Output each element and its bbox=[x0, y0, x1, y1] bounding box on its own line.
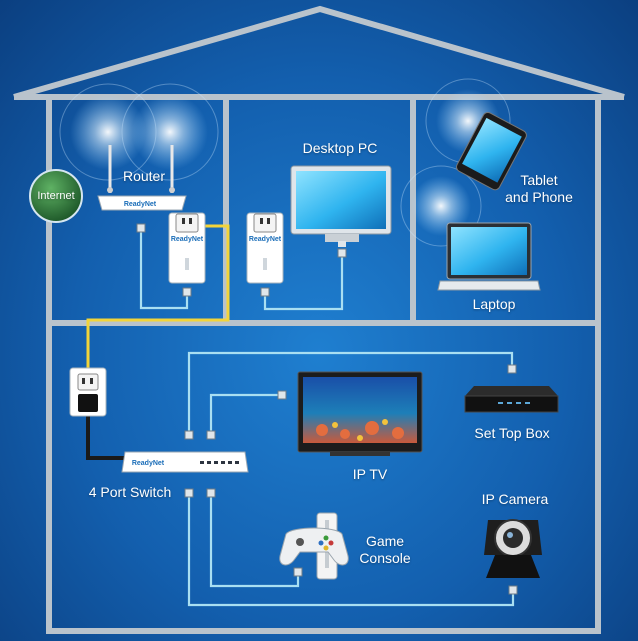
laptop-icon bbox=[437, 222, 541, 291]
internet-label: Internet bbox=[37, 190, 75, 202]
wall-outlet-icon bbox=[69, 367, 107, 417]
game-console-icon bbox=[279, 512, 349, 580]
desktop-monitor-icon bbox=[290, 165, 392, 247]
four-port-switch-label: 4 Port Switch bbox=[88, 484, 172, 500]
game-console-port bbox=[293, 567, 303, 577]
laptop-label: Laptop bbox=[472, 296, 516, 312]
switch-brand: ReadyNet bbox=[132, 460, 165, 467]
game-console-label: Game Console bbox=[359, 533, 411, 566]
desktop-pc-label: Desktop PC bbox=[302, 140, 378, 156]
set-top-box-label: Set Top Box bbox=[474, 425, 550, 441]
router-label: Router bbox=[122, 168, 166, 184]
switch-ports bbox=[184, 430, 216, 498]
adapter2-port bbox=[260, 287, 270, 297]
tablet-and-phone-label: Tablet and Phone bbox=[505, 172, 573, 205]
router-brand: ReadyNet bbox=[124, 201, 157, 208]
powerline-adapter-1: ReadyNet bbox=[168, 212, 206, 284]
wifi-glows bbox=[59, 78, 511, 247]
tv-port bbox=[277, 390, 287, 400]
desktop-port bbox=[337, 248, 347, 258]
tablet-icon bbox=[456, 111, 527, 191]
router-port bbox=[136, 223, 146, 233]
powerline-adapter-2: ReadyNet bbox=[246, 212, 284, 284]
ip-camera-label: IP Camera bbox=[481, 491, 549, 507]
internet-globe-icon bbox=[29, 169, 83, 223]
ip-tv-label: IP TV bbox=[352, 466, 388, 482]
powerline-cable bbox=[86, 224, 230, 368]
set-top-box-port bbox=[507, 364, 517, 374]
set-top-box-icon bbox=[464, 386, 559, 413]
adapter2-brand: ReadyNet bbox=[249, 236, 282, 243]
power-cord bbox=[86, 410, 127, 460]
tv-icon bbox=[297, 371, 423, 456]
switch-icon: ReadyNet bbox=[121, 451, 249, 473]
ip-camera-icon bbox=[484, 519, 542, 578]
network-cables bbox=[139, 232, 515, 607]
router-icon: ReadyNet bbox=[97, 145, 187, 211]
adapter1-port bbox=[182, 287, 192, 297]
adapter1-brand: ReadyNet bbox=[171, 236, 204, 243]
ip-camera-port bbox=[508, 585, 518, 595]
